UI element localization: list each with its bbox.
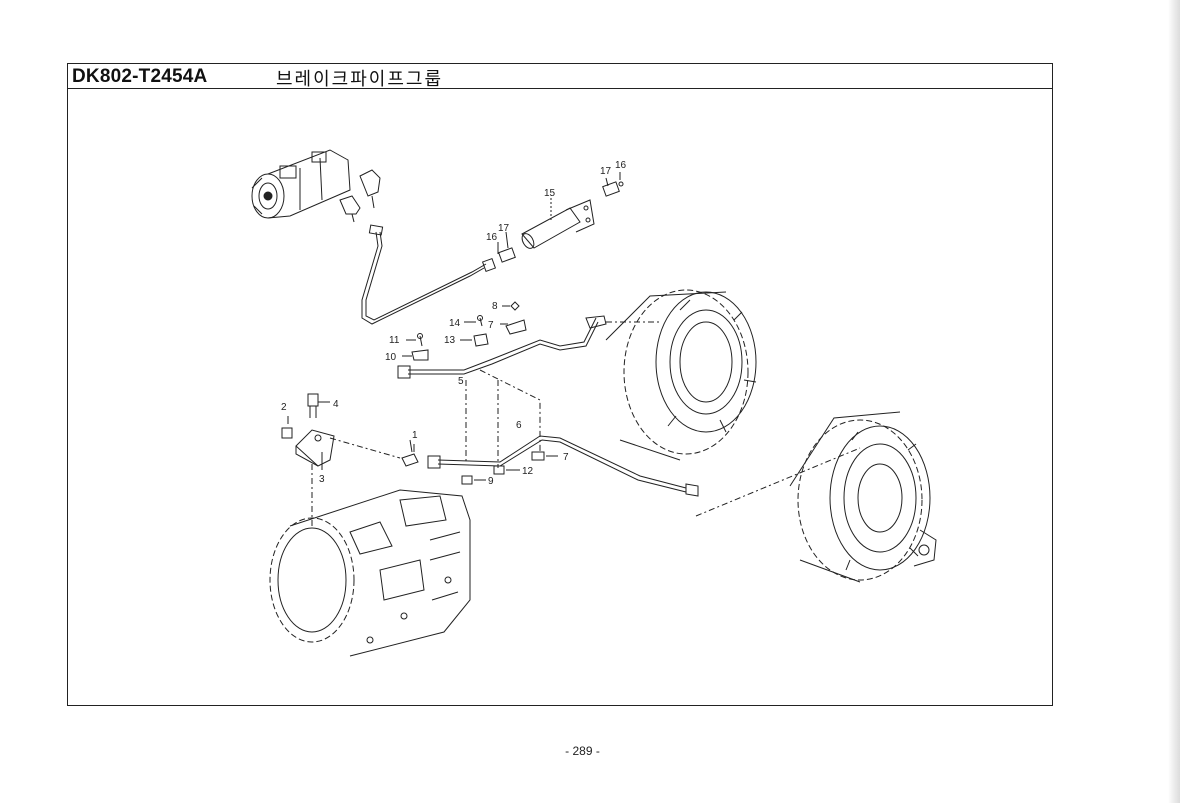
callout-14: 14: [449, 318, 461, 329]
master-cylinder-drawing: [251, 149, 381, 223]
callout-labels: 1 2 3 4 5 6 7 7 8 9 10 11 12 13 14 15 16…: [281, 160, 627, 487]
callout-8: 8: [492, 301, 498, 312]
callout-10: 10: [385, 352, 397, 363]
part-group-title: 브레이크파이프그룹: [276, 69, 444, 90]
callout-5: 5: [458, 376, 464, 387]
page-number: - 289 -: [565, 744, 600, 758]
callout-6: 6: [516, 420, 522, 431]
callout-3: 3: [319, 474, 325, 485]
callout-7b: 7: [488, 320, 494, 331]
brake-pipe-6: [437, 435, 687, 489]
callout-16b: 16: [615, 160, 627, 171]
callout-17b: 17: [600, 166, 612, 177]
transmission-housing-drawing: [269, 489, 471, 657]
brake-valve-drawing: [481, 181, 624, 273]
callout-17a: 17: [498, 223, 510, 234]
brake-pipe-5: [408, 317, 597, 371]
part-group-code: DK802-T2454A: [72, 66, 208, 87]
frame-header: DK802-T2454A 브레이크파이프그룹: [68, 64, 1052, 90]
callout-4: 4: [333, 399, 339, 410]
bracket-drawing: [281, 393, 419, 470]
callout-7a: 7: [563, 452, 569, 463]
brake-drum-drawing: [605, 289, 757, 461]
callout-1: 1: [412, 430, 418, 441]
master-brake-pipe: [361, 231, 485, 325]
callout-16a: 16: [486, 232, 498, 243]
callout-2: 2: [281, 402, 287, 413]
callout-15: 15: [544, 188, 556, 199]
axle-housing-drawing: [789, 411, 937, 583]
parts-frame: DK802-T2454A 브레이크파이프그룹: [67, 63, 1053, 706]
callout-12: 12: [522, 466, 534, 477]
callout-11: 11: [389, 335, 400, 346]
callout-13: 13: [444, 335, 456, 346]
callout-9: 9: [488, 476, 494, 487]
page-edge-shadow: [1168, 0, 1180, 803]
